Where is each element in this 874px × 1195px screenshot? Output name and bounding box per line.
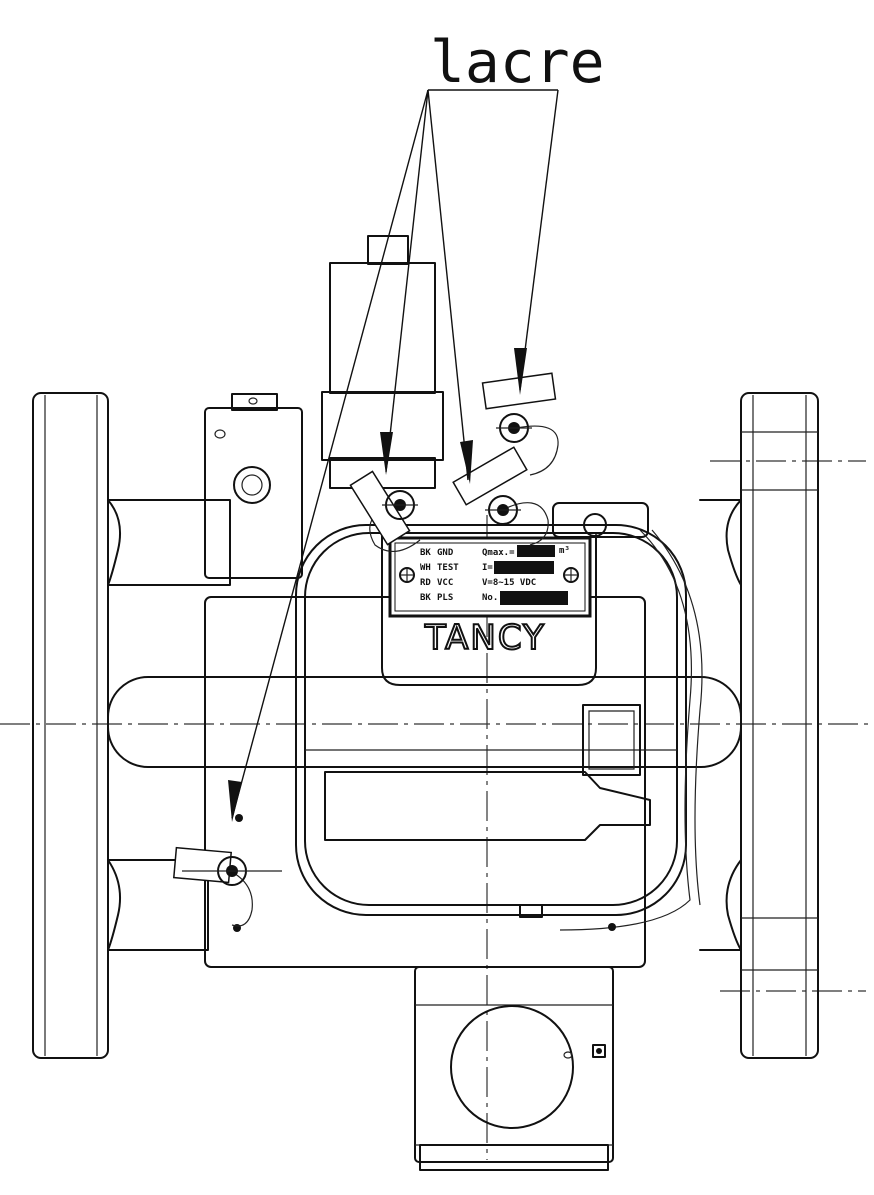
- seal-3: [349, 470, 421, 552]
- centerlines: [0, 460, 874, 1160]
- nameplate: BK GND WH TEST RD VCC BK PLS Qmax.= m³ I…: [388, 536, 592, 618]
- brand-logo: TANCY: [424, 618, 546, 658]
- callout-label: lacre: [430, 28, 605, 96]
- terminal-1: GND: [437, 548, 454, 558]
- index-housing: [233, 502, 703, 932]
- bottom-register: [414, 966, 614, 1171]
- seal-4: [172, 846, 282, 927]
- serial-redaction: [500, 591, 568, 605]
- right-flange: [740, 392, 819, 1059]
- current-redaction: [494, 561, 554, 574]
- qmax-field: Qmax.=: [482, 548, 515, 558]
- current-field: I=: [482, 563, 493, 573]
- left-flange: [32, 392, 109, 1059]
- serial-field: No.: [482, 593, 498, 603]
- terminal-3-prefix: RD: [420, 578, 431, 588]
- terminal-4-prefix: BK: [420, 593, 431, 603]
- qmax-units: m³: [559, 546, 570, 556]
- terminal-3: VCC: [437, 578, 453, 588]
- terminal-2-prefix: WH: [420, 563, 431, 573]
- voltage-field: V=8~15 VDC: [482, 578, 536, 588]
- dial: [450, 1005, 574, 1129]
- seal-2: [452, 446, 549, 546]
- solenoid-actuator: [321, 235, 444, 489]
- callout-leaders: [228, 89, 559, 822]
- terminal-2: TEST: [437, 563, 459, 573]
- terminal-4: PLS: [437, 593, 453, 603]
- valve-block: [204, 393, 303, 579]
- seal-1: [481, 372, 559, 476]
- qmax-redaction: [517, 545, 555, 557]
- terminal-1-prefix: BK: [420, 548, 431, 558]
